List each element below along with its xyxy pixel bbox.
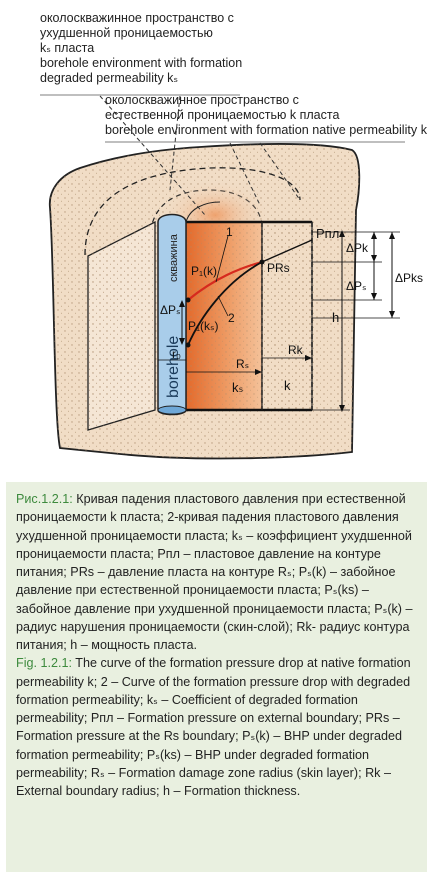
caption-en-text: The curve of the formation pressure drop… [16, 656, 411, 798]
label-curve-2: 2 [228, 311, 235, 325]
label-dps-left: ΔPₛ [160, 303, 181, 317]
caption-en: Fig. 1.2.1: The curve of the formation p… [16, 654, 417, 800]
annotation-1-ru-3: kₛ пласта [40, 41, 94, 55]
caption-ru-label: Рис.1.2.1: [16, 492, 73, 506]
label-curve-1: 1 [226, 225, 233, 239]
annotation-1-en-2: degraded permeability kₛ [40, 71, 178, 85]
label-dps-right: ΔPₛ [346, 279, 367, 293]
caption-ru-text: Кривая падения пластового давления при е… [16, 492, 413, 652]
annotation-1-ru-1: околоскважинное пространство с [40, 11, 234, 25]
caption-en-label: Fig. 1.2.1: [16, 656, 73, 671]
rk-boundary-top [84, 167, 301, 256]
label-p-rs: PRs [267, 261, 290, 275]
pressure-curve-2 [187, 261, 263, 346]
label-ks: kₛ [232, 380, 244, 395]
annotation-2-ru-2: естественной проницаемостью k пласта [105, 108, 339, 122]
annotation-2-en-1: borehole environment with formation nati… [105, 123, 428, 137]
label-dpk: ΔPk [346, 241, 369, 255]
label-p-pl: Pпл [316, 226, 339, 241]
well-label-en: borehole [165, 336, 182, 398]
caption-ru: Рис.1.2.1: Кривая падения пластового дав… [16, 490, 417, 654]
pressure-curve-1 [187, 260, 263, 301]
label-r0: r₀ [172, 347, 181, 361]
label-rk: Rk [288, 343, 304, 357]
label-h: h [332, 310, 339, 325]
annotation-1-en-1: borehole environment with formation [40, 56, 242, 70]
label-k: k [284, 378, 291, 393]
label-dpks: ΔPks [395, 271, 423, 285]
reservoir-diagram: околоскважинное пространство с ухудшенно… [40, 11, 428, 460]
label-p1ks: P₁(kₛ) [188, 319, 219, 333]
well-label-ru: скважина [168, 233, 180, 282]
label-p1k: P₁(k) [191, 264, 217, 278]
annotation-2-ru-1: околоскважинное пространство с [105, 93, 299, 107]
label-rs: Rₛ [236, 357, 249, 371]
annotation-1-ru-2: ухудшенной проницаемостью [40, 26, 213, 40]
figure-caption: Рис.1.2.1: Кривая падения пластового дав… [6, 482, 427, 872]
